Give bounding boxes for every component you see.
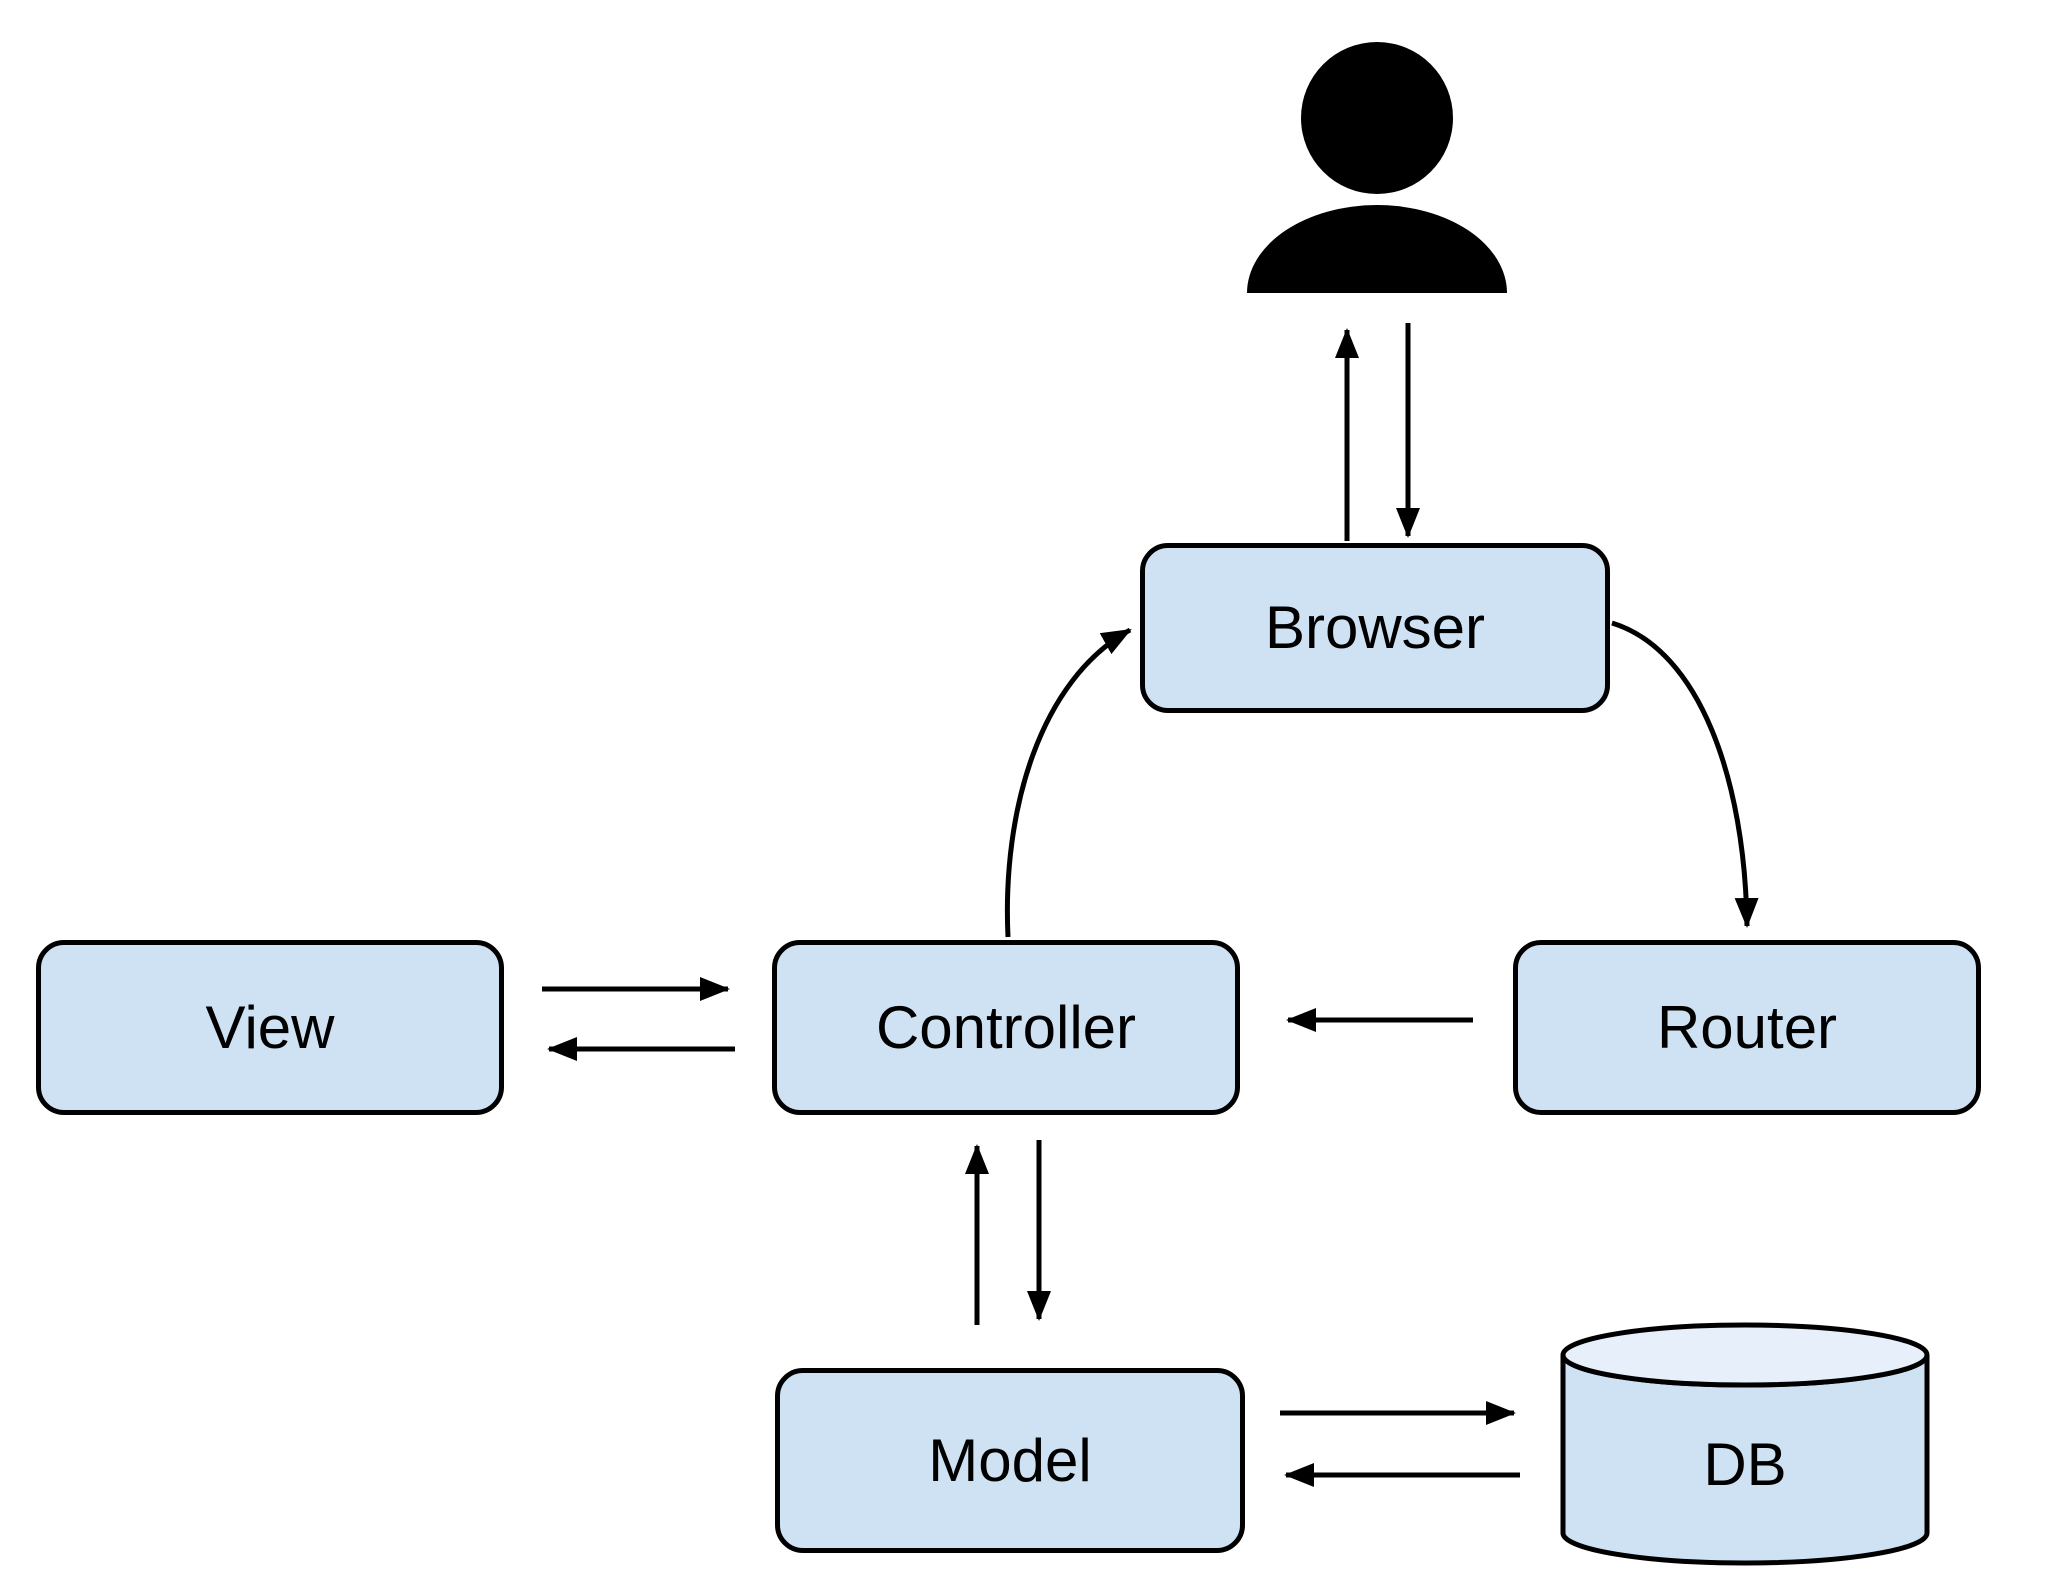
user-icon-head [1301,42,1453,194]
arrow-browser-to-router [1611,620,1759,928]
db-cylinder [1560,1322,1930,1566]
node-controller: Controller [772,940,1240,1115]
user-icon-shoulders [1247,205,1507,293]
node-controller-label: Controller [875,993,1137,1061]
arrow-controller-to-browser [1004,627,1132,938]
node-view-label: View [205,993,335,1061]
node-model: Model [775,1368,1245,1553]
db-cylinder-top [1560,1322,1930,1388]
node-browser-label: Browser [1264,594,1486,661]
node-browser: Browser [1140,543,1610,713]
user-icon [1247,42,1507,293]
node-router-label: Router [1656,993,1838,1061]
node-router: Router [1513,940,1981,1115]
node-view: View [36,940,504,1115]
node-model-label: Model [928,1426,1092,1494]
